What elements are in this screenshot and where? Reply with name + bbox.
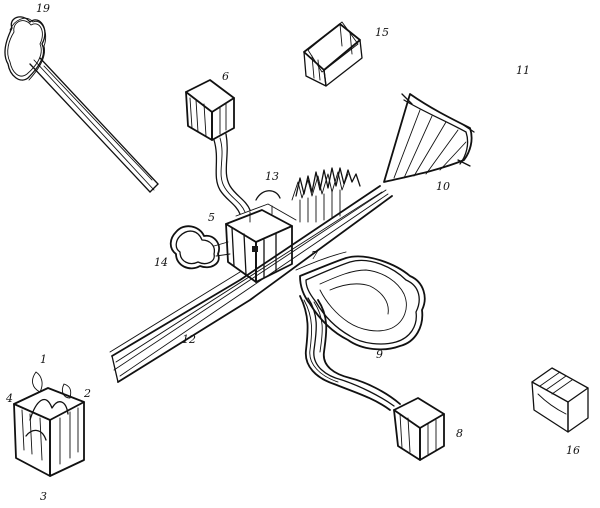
label-10: 10: [436, 180, 450, 193]
label-6: 6: [222, 70, 229, 83]
label-14: 14: [154, 256, 168, 269]
element-6-box: [185, 79, 251, 215]
label-3: 3: [40, 490, 47, 503]
label-9: 9: [376, 348, 383, 361]
element-15-box: [303, 21, 363, 87]
label-5: 5: [208, 211, 215, 224]
label-12: 12: [182, 333, 196, 346]
label-2: 2: [83, 387, 91, 400]
element-9-arm: [299, 295, 401, 411]
label-4: 4: [5, 392, 13, 405]
element-5-central-block: [225, 203, 297, 283]
element-16-box: [531, 367, 589, 433]
element-8-box: [393, 397, 445, 461]
label-15: 15: [375, 26, 389, 39]
label-19: 19: [36, 2, 50, 15]
label-11: 11: [516, 64, 530, 77]
label-1: 1: [40, 353, 47, 366]
label-7: 7: [311, 249, 318, 262]
element-19-blob-arm: [4, 16, 159, 193]
element-10-funnel: [383, 93, 475, 183]
label-16: 16: [566, 444, 580, 457]
element-14-blob: [169, 225, 231, 270]
label-8: 8: [456, 427, 463, 440]
element-13-spikes: [255, 167, 361, 223]
element-1-4-small-building: [13, 371, 85, 477]
label-13: 13: [265, 170, 279, 183]
